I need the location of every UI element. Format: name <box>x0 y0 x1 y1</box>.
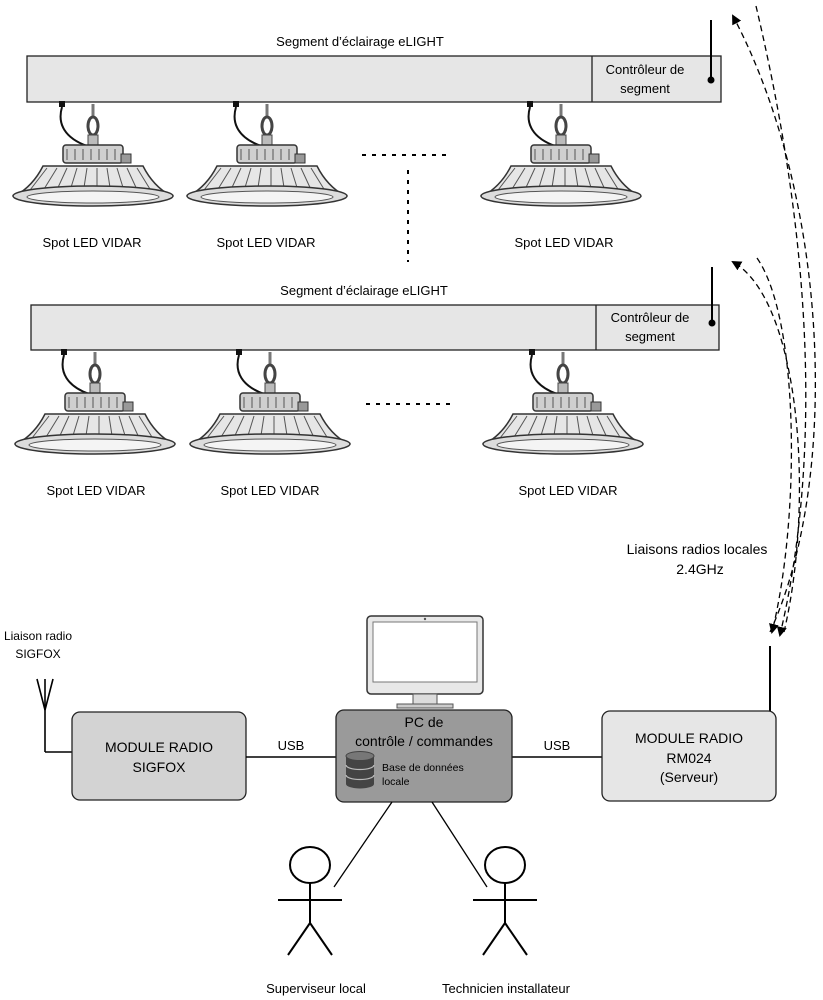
radio-link-arrow <box>731 261 801 633</box>
segment-title: Segment d’éclairage eLIGHT <box>280 283 448 298</box>
spot-label: Spot LED VIDAR <box>47 483 146 498</box>
sigfox-link: Liaison radio SIGFOX <box>4 629 72 753</box>
led-spot-icon <box>185 99 349 208</box>
segment-1: Segment d’éclairage eLIGHT Contrôleur de… <box>11 20 722 250</box>
segment-controller-label: segment <box>620 81 670 96</box>
led-spot-icon <box>13 347 177 456</box>
supervisor-label: Superviseur local <box>266 981 366 996</box>
segment-controller-label: Contrôleur de <box>606 62 685 77</box>
pc-label: PC de <box>405 714 444 730</box>
monitor-icon <box>366 615 484 709</box>
radio-link-arrow <box>732 14 817 633</box>
radio-links-label: 2.4GHz <box>676 561 723 577</box>
actor-link <box>431 801 488 888</box>
segment-controller-label: Contrôleur de <box>611 310 690 325</box>
sigfox-link-label: SIGFOX <box>15 647 60 661</box>
database-label: locale <box>382 776 410 788</box>
antenna-icon <box>708 267 716 327</box>
segment-bar <box>30 304 720 351</box>
database-icon <box>345 751 375 789</box>
led-spot-icon <box>481 347 645 456</box>
supervisor-actor-icon <box>277 846 343 956</box>
pc-control-box: PC de contrôle / commandes Base de donné… <box>335 709 513 803</box>
database-label: Base de données <box>382 762 464 774</box>
spot-label: Spot LED VIDAR <box>43 235 142 250</box>
antenna-icon <box>707 20 715 84</box>
rm024-module: MODULE RADIO RM024 (Serveur) <box>601 710 777 802</box>
antenna-icon <box>766 646 774 719</box>
sigfox-link-label: Liaison radio <box>4 629 72 643</box>
sigfox-antenna-icon <box>36 678 72 753</box>
usb-label: USB <box>544 738 571 753</box>
usb-label: USB <box>278 738 305 753</box>
radio-link-arrow <box>755 5 807 637</box>
radio-links-2-4ghz: Liaisons radios locales 2.4GHz <box>627 5 817 637</box>
led-spot-icon <box>479 99 643 208</box>
sigfox-module-label: SIGFOX <box>133 759 187 775</box>
rm024-label: MODULE RADIO <box>635 730 743 746</box>
spot-label: Spot LED VIDAR <box>515 235 614 250</box>
rm024-label: (Serveur) <box>660 769 718 785</box>
led-spot-icon <box>188 347 352 456</box>
sigfox-module-label: MODULE RADIO <box>105 739 213 755</box>
segment-2: Segment d’éclairage eLIGHT Contrôleur de… <box>13 267 720 498</box>
pc-label: contrôle / commandes <box>355 733 493 749</box>
segment-bar <box>26 55 722 103</box>
technician-actor-icon <box>472 846 538 956</box>
sigfox-module: MODULE RADIO SIGFOX <box>71 711 247 801</box>
spot-label: Spot LED VIDAR <box>217 235 316 250</box>
radio-links-label: Liaisons radios locales <box>627 541 768 557</box>
technician-label: Technicien installateur <box>442 981 571 996</box>
segment-title: Segment d’éclairage eLIGHT <box>276 34 444 49</box>
rm024-label: RM024 <box>666 750 711 766</box>
spot-label: Spot LED VIDAR <box>519 483 618 498</box>
spot-label: Spot LED VIDAR <box>221 483 320 498</box>
radio-link-arrow <box>756 257 793 634</box>
actor-link <box>333 801 393 888</box>
segment-controller-label: segment <box>625 329 675 344</box>
led-spot-icon <box>11 99 175 208</box>
